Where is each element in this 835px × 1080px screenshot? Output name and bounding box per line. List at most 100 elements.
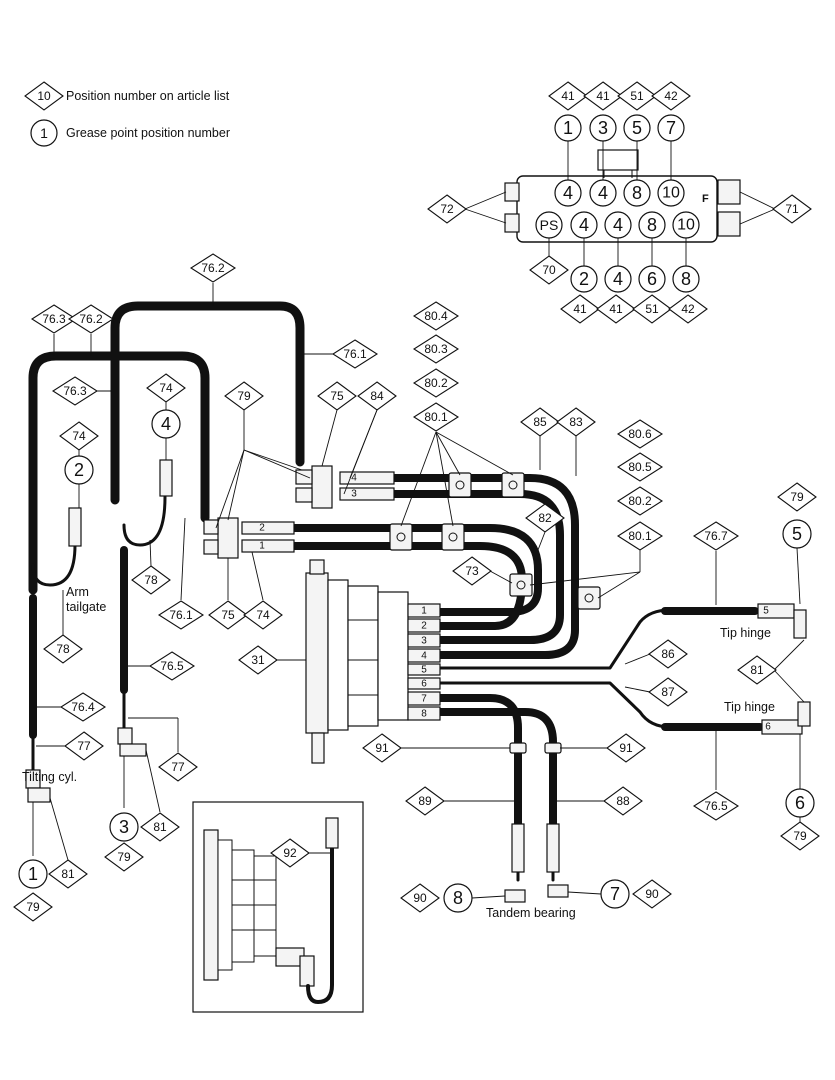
svg-text:6: 6	[647, 269, 657, 289]
tag-76-7: 76.7	[693, 521, 739, 551]
svg-text:10: 10	[37, 89, 51, 103]
mid-connector	[217, 517, 239, 559]
grease-point-3: 3	[109, 812, 139, 842]
label-tailgate: tailgate	[66, 600, 106, 614]
svg-text:78: 78	[144, 573, 158, 587]
svg-text:76.3: 76.3	[42, 312, 66, 326]
block-row1-port-4: 10	[657, 179, 685, 207]
block-ps-tag: 70	[529, 255, 569, 285]
svg-text:78: 78	[56, 642, 70, 656]
tag-81-right: 81	[737, 655, 777, 685]
svg-text:90: 90	[413, 891, 427, 905]
block-top-tag-3: 51	[617, 81, 657, 111]
svg-text:80.2: 80.2	[628, 494, 652, 508]
tag-83: 83	[556, 407, 596, 437]
tag-80-6-right: 80.6	[617, 419, 663, 449]
tip-fitting-label-b: 6	[765, 722, 771, 733]
svg-text:4: 4	[579, 215, 589, 235]
band-clamp-left	[509, 742, 527, 754]
port-label-8: 8	[421, 709, 427, 720]
legend-grease-circle: 1	[30, 119, 58, 147]
block-row2-port-ps: PS	[535, 211, 563, 239]
block-top-tag-2: 41	[583, 81, 623, 111]
block-top-tag-4: 42	[651, 81, 691, 111]
leader-lines	[32, 283, 805, 899]
tag-76-3-mid: 76.3	[52, 376, 98, 406]
svg-text:76.5: 76.5	[704, 799, 728, 813]
svg-text:8: 8	[647, 215, 657, 235]
tag-92: 92	[270, 838, 310, 868]
tag-80-4: 80.4	[413, 301, 459, 331]
svg-text:7: 7	[610, 884, 620, 904]
tag-87: 87	[648, 677, 688, 707]
port-label-6: 6	[421, 679, 427, 690]
svg-text:70: 70	[542, 263, 556, 277]
svg-text:1: 1	[563, 118, 573, 138]
svg-text:85: 85	[533, 415, 547, 429]
tag-75-bottom: 75	[208, 600, 248, 630]
svg-text:3: 3	[598, 118, 608, 138]
svg-text:5: 5	[632, 118, 642, 138]
tip-fitting-lower	[761, 719, 803, 735]
block-bottom-tag-4: 42	[668, 294, 708, 324]
svg-text:8: 8	[632, 183, 642, 203]
tag-74-bottom: 74	[243, 600, 283, 630]
svg-text:42: 42	[681, 302, 695, 316]
tandem-fitting-right	[546, 823, 560, 873]
hose-network	[28, 301, 764, 882]
block-row1-port-3: 8	[623, 179, 651, 207]
svg-text:74: 74	[159, 381, 173, 395]
port-label-7: 7	[421, 694, 427, 705]
svg-text:71: 71	[785, 202, 799, 216]
block-top-circle-2: 3	[589, 114, 617, 142]
tag-79-g6: 79	[780, 821, 820, 851]
svg-text:PS: PS	[540, 217, 559, 233]
svg-text:79: 79	[793, 829, 807, 843]
svg-text:4: 4	[613, 269, 623, 289]
svg-text:6: 6	[795, 793, 805, 813]
svg-text:89: 89	[418, 794, 432, 808]
label-arm: Arm	[66, 585, 89, 599]
svg-text:75: 75	[221, 608, 235, 622]
tag-78-a: 78	[131, 565, 171, 595]
svg-text:42: 42	[664, 89, 678, 103]
legend: 10 Position number on article list 1 Gre…	[24, 81, 230, 147]
svg-text:4: 4	[598, 183, 608, 203]
tag-76-5: 76.5	[149, 651, 195, 681]
port-label-4: 4	[421, 651, 427, 662]
svg-text:76.7: 76.7	[704, 529, 728, 543]
grease-point-7: 7	[600, 879, 630, 909]
block-row2-port-5: 10	[672, 211, 700, 239]
block-row1-port-2: 4	[589, 179, 617, 207]
svg-text:3: 3	[119, 817, 129, 837]
tag-80-2: 80.2	[413, 368, 459, 398]
svg-text:74: 74	[256, 608, 270, 622]
tag-76-3-left: 76.3	[31, 304, 77, 334]
svg-text:83: 83	[569, 415, 583, 429]
svg-text:91: 91	[375, 741, 389, 755]
svg-text:75: 75	[330, 389, 344, 403]
svg-text:76.1: 76.1	[169, 608, 193, 622]
legend-grease-text: Grease point position number	[66, 126, 230, 140]
svg-text:4: 4	[613, 215, 623, 235]
block-top-tag-1: 41	[548, 81, 588, 111]
port-label-3: 3	[421, 636, 427, 647]
tag-86: 86	[648, 639, 688, 669]
tag-88: 88	[603, 786, 643, 816]
upper-connector	[311, 465, 333, 509]
block-right-tag: 71	[772, 194, 812, 224]
tag-80-1-right: 80.1	[617, 521, 663, 551]
tag-73: 73	[452, 556, 492, 586]
svg-text:41: 41	[596, 89, 610, 103]
tag-78-b: 78	[43, 634, 83, 664]
svg-text:4: 4	[563, 183, 573, 203]
svg-text:86: 86	[661, 647, 675, 661]
tag-85: 85	[520, 407, 560, 437]
tilting-fitting	[27, 787, 51, 803]
block-row2-port-4: 8	[638, 211, 666, 239]
svg-text:10: 10	[662, 185, 680, 202]
svg-text:79: 79	[117, 850, 131, 864]
block-side-f: F	[702, 193, 709, 205]
block-bottom-tag-3: 51	[632, 294, 672, 324]
